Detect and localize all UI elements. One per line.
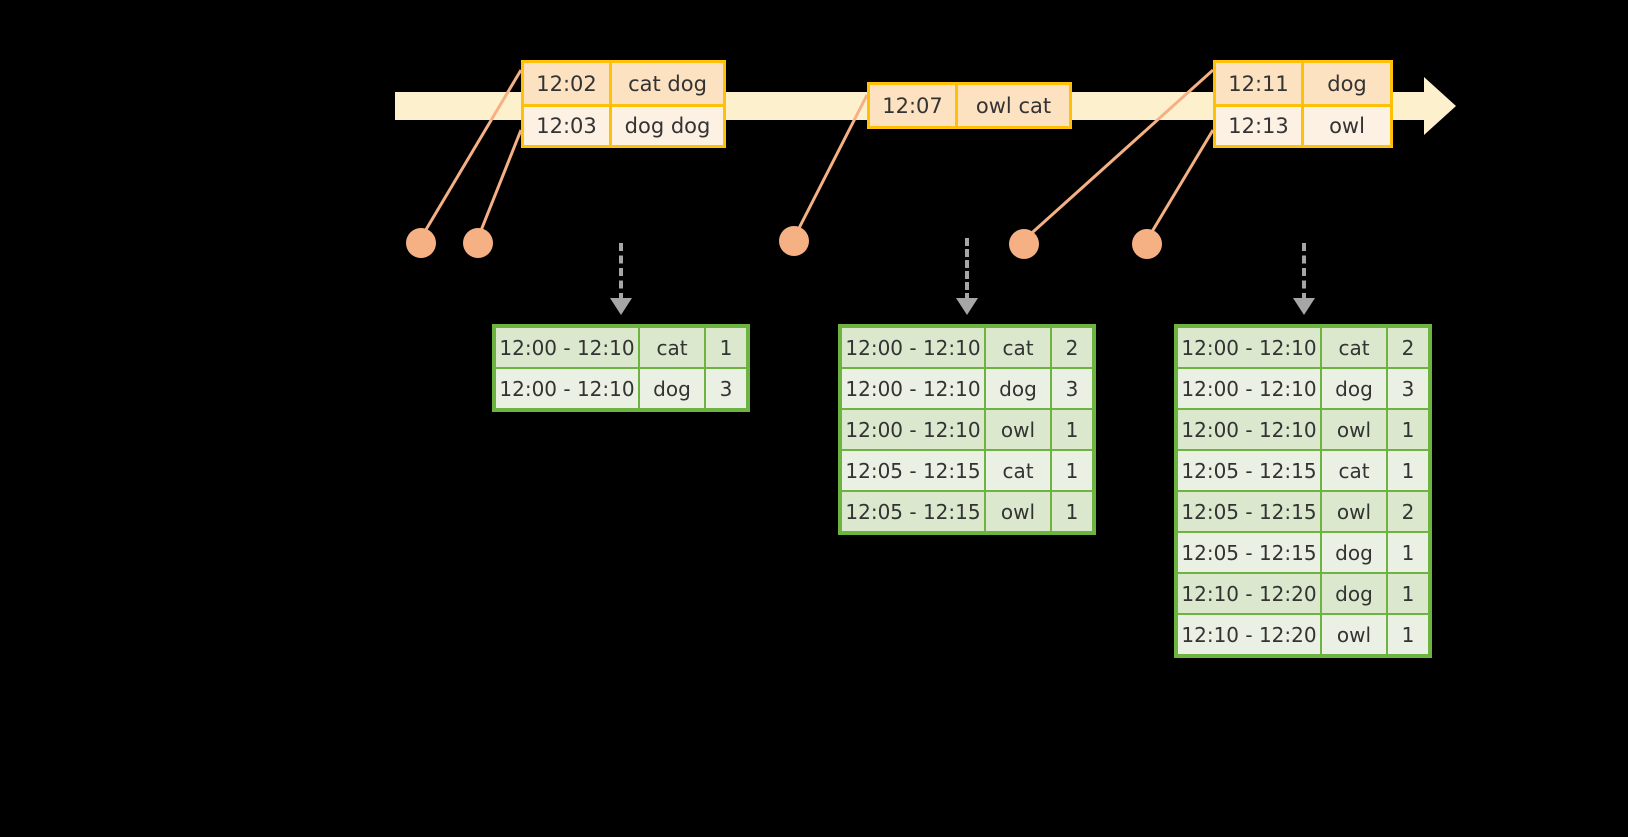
word-cell: cat [986,451,1050,490]
event-dot-1 [406,228,436,258]
event-dot-3 [779,226,809,256]
timeline-event-text: owl [1304,107,1390,145]
window-cell: 12:00 - 12:10 [1178,369,1320,408]
count-cell: 2 [1388,328,1428,367]
word-cell: owl [986,410,1050,449]
window-cell: 12:00 - 12:10 [1178,328,1320,367]
count-cell: 1 [706,328,746,367]
word-cell: owl [1322,410,1386,449]
window-cell: 12:05 - 12:15 [842,492,984,531]
window-cell: 12:10 - 12:20 [1178,574,1320,613]
count-cell: 1 [1388,410,1428,449]
timeline-event-text: dog [1304,63,1390,104]
event-dot-4 [1009,229,1039,259]
count-cell: 1 [1388,451,1428,490]
timeline-event-time: 12:13 [1216,107,1304,145]
window-cell: 12:00 - 12:10 [496,328,638,367]
timeline-event-text: owl cat [958,85,1069,126]
event-dot-2 [463,228,493,258]
word-cell: cat [640,328,704,367]
timeline-event-time: 12:11 [1216,63,1304,104]
timeline-event-time: 12:02 [524,63,612,104]
word-cell: owl [1322,615,1386,654]
timeline-event-text: dog dog [612,107,723,145]
word-cell: cat [1322,328,1386,367]
word-cell: dog [986,369,1050,408]
window-cell: 12:00 - 12:10 [842,369,984,408]
window-cell: 12:00 - 12:10 [842,410,984,449]
window-cell: 12:05 - 12:15 [1178,492,1320,531]
count-cell: 1 [1388,615,1428,654]
count-cell: 3 [706,369,746,408]
count-cell: 1 [1052,451,1092,490]
timeline-event-text: cat dog [612,63,723,104]
window-cell: 12:05 - 12:15 [842,451,984,490]
window-cell: 12:10 - 12:20 [1178,615,1320,654]
timeline-event-time: 12:07 [870,85,958,126]
word-cell: cat [1322,451,1386,490]
count-cell: 2 [1388,492,1428,531]
leader-line-2 [476,129,523,239]
count-cell: 3 [1388,369,1428,408]
word-cell: dog [1322,369,1386,408]
window-cell: 12:05 - 12:15 [1178,451,1320,490]
window-cell: 12:00 - 12:10 [842,328,984,367]
leader-dots-group [406,226,1162,259]
dashed-arrow-head-1 [610,298,632,315]
word-cell: dog [1322,574,1386,613]
leader-line-5 [1145,129,1215,241]
count-cell: 1 [1052,410,1092,449]
word-cell: cat [986,328,1050,367]
count-cell: 1 [1052,492,1092,531]
word-cell: dog [1322,533,1386,572]
window-cell: 12:05 - 12:15 [1178,533,1320,572]
event-dot-5 [1132,229,1162,259]
count-cell: 1 [1388,574,1428,613]
word-cell: dog [640,369,704,408]
dashed-arrow-shaft-3 [1302,243,1310,301]
timeline-event-time: 12:03 [524,107,612,145]
window-cell: 12:00 - 12:10 [1178,410,1320,449]
dashed-arrow-shaft-1 [619,243,627,301]
window-cell: 12:00 - 12:10 [496,369,638,408]
count-cell: 2 [1052,328,1092,367]
timeline-arrow-head [1424,77,1456,135]
count-cell: 1 [1388,533,1428,572]
word-cell: owl [986,492,1050,531]
word-cell: owl [1322,492,1386,531]
dashed-arrow-shaft-2 [965,238,973,301]
dashed-arrow-head-2 [956,298,978,315]
count-cell: 3 [1052,369,1092,408]
dashed-arrow-head-3 [1293,298,1315,315]
